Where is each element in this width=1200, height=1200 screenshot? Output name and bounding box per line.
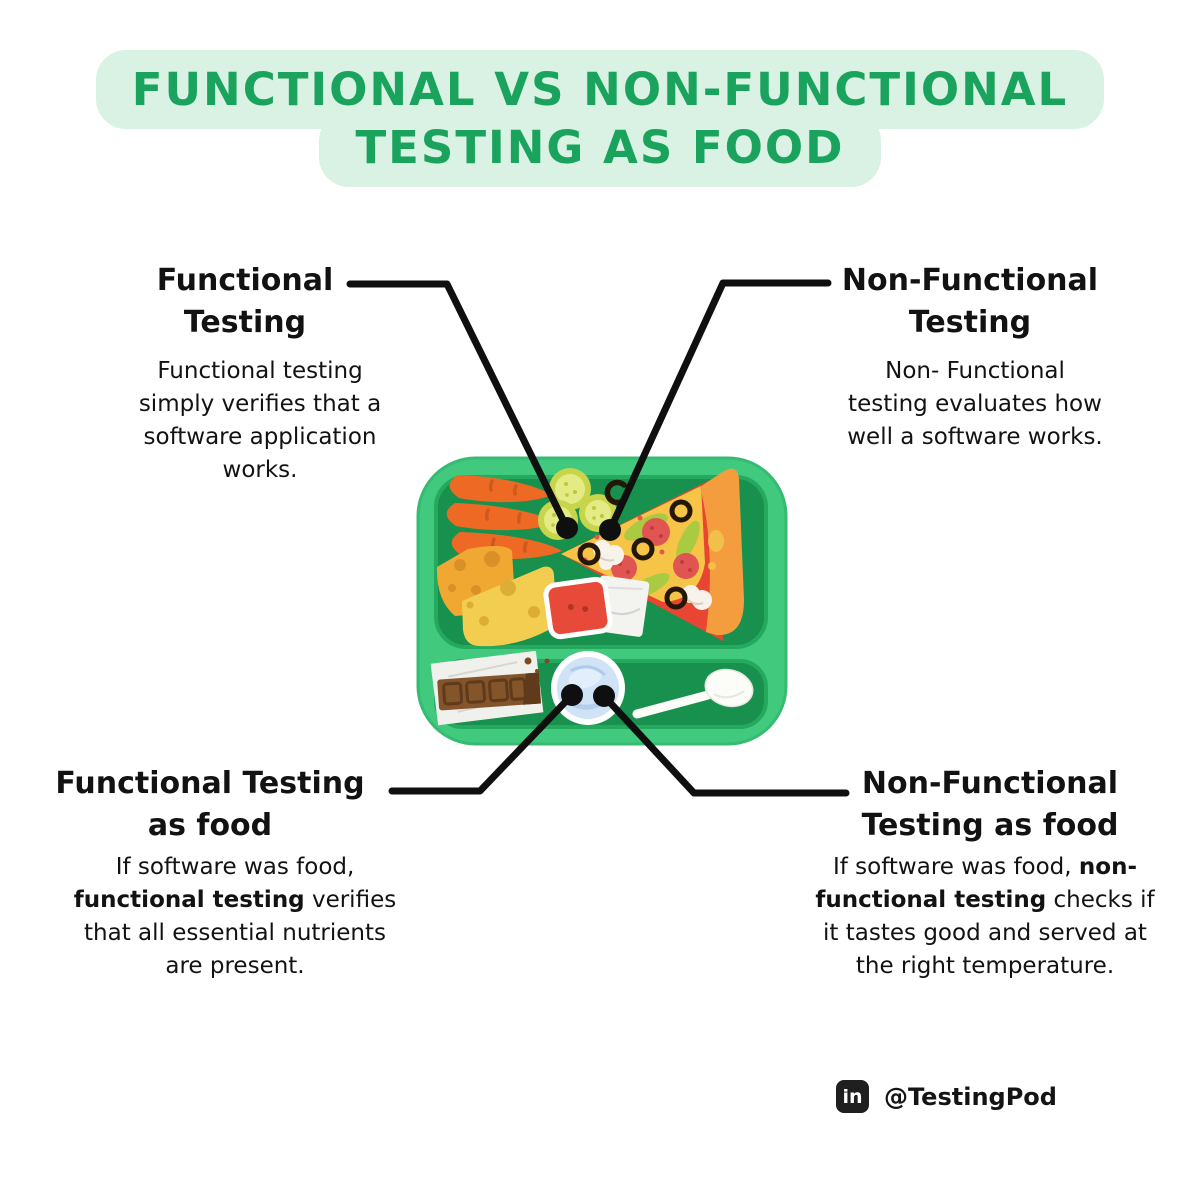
title-line-1: FUNCTIONAL VS NON-FUNCTIONAL xyxy=(95,50,1105,130)
cheese-wedges-icon xyxy=(436,545,557,647)
cucumber-slices-icon xyxy=(538,468,617,540)
spoon-icon xyxy=(632,668,754,719)
linkedin-handle: @TestingPod xyxy=(884,1082,1057,1111)
olives-icon xyxy=(577,499,693,610)
linkedin-badge[interactable]: in @TestingPod xyxy=(836,1080,1057,1113)
connector-functional-food xyxy=(388,691,576,795)
carrots-icon xyxy=(446,475,562,560)
non-functional-testing-as-food-description: If software was food, non-functional tes… xyxy=(815,854,1155,979)
crumbs-icon xyxy=(524,657,550,673)
connector-dots xyxy=(556,517,621,707)
olive-ring-icon xyxy=(604,479,628,506)
page-title: FUNCTIONAL VS NON-FUNCTIONAL TESTING AS … xyxy=(0,50,1200,188)
functional-testing-as-food-description: If software was food,functional testing … xyxy=(73,854,397,979)
plate-icon xyxy=(551,651,625,725)
pizza-slice-icon xyxy=(561,468,744,641)
mushrooms-icon xyxy=(593,540,712,610)
ketchup-packet-icon xyxy=(543,576,613,640)
title-line-2: TESTING AS FOOD xyxy=(319,111,881,188)
pepperoni-icon xyxy=(611,518,699,581)
linkedin-icon: in xyxy=(836,1080,869,1113)
chocolate-bar-icon xyxy=(430,650,544,726)
lunch-tray-icon xyxy=(416,456,788,746)
napkin-icon xyxy=(592,575,650,637)
